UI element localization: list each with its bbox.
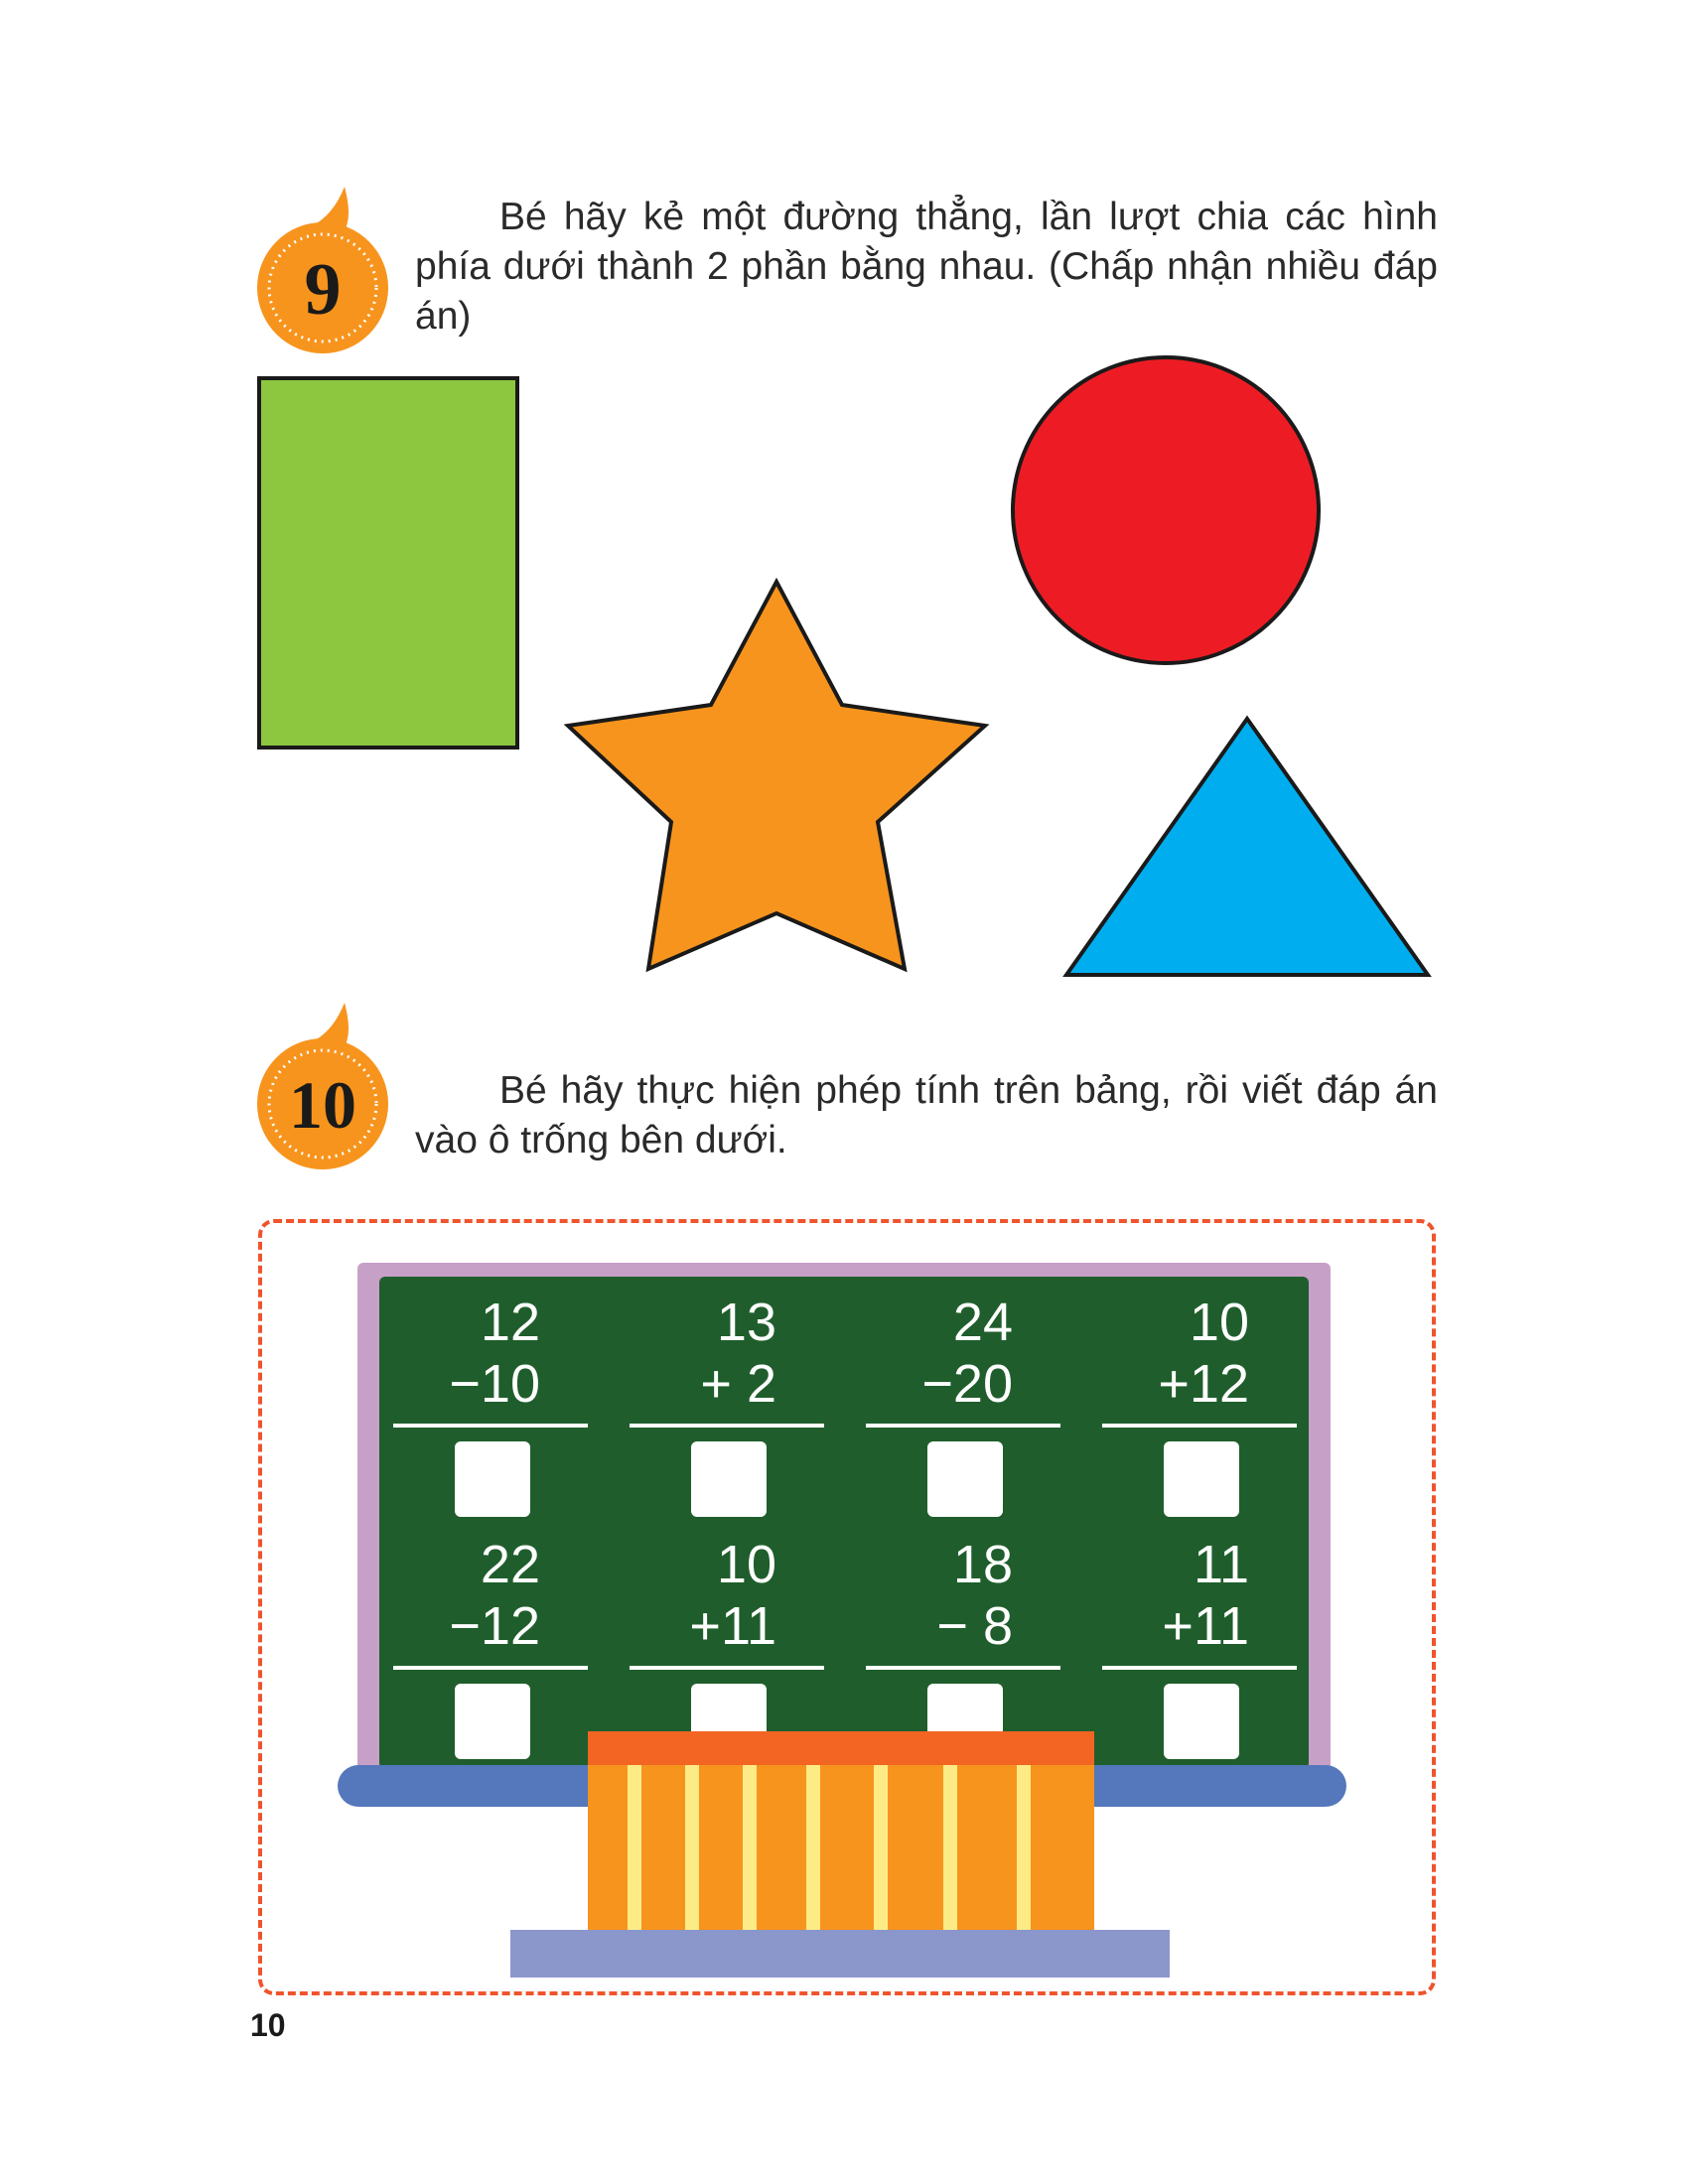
- problem-operand: 22: [480, 1535, 540, 1594]
- problem-operand: 11: [1193, 1535, 1249, 1594]
- dashed-frame: [258, 1219, 1436, 1995]
- exercise-9-number: 9: [305, 249, 342, 331]
- problem-operand: 12: [480, 1293, 540, 1352]
- stand-stripe: [806, 1765, 820, 1932]
- sum-line: [630, 1666, 824, 1670]
- problem-operand: −12: [449, 1596, 540, 1656]
- exercise-10-number: 10: [289, 1067, 356, 1143]
- problem-operand: +12: [1158, 1354, 1249, 1414]
- red-circle: [1011, 355, 1321, 665]
- problem-operand: −20: [921, 1354, 1013, 1414]
- sum-line: [1102, 1424, 1297, 1428]
- problem-4: 10 +12: [1102, 1293, 1301, 1517]
- answer-box[interactable]: [1164, 1441, 1239, 1517]
- problem-3: 24 −20: [866, 1293, 1064, 1517]
- problem-operand: +11: [1162, 1596, 1249, 1656]
- problem-operand: − 8: [936, 1596, 1013, 1656]
- chalkboard-stand: [588, 1731, 1094, 1932]
- problem-8: 11 +11: [1102, 1535, 1301, 1759]
- answer-box[interactable]: [691, 1441, 767, 1517]
- problem-operand: + 2: [700, 1354, 776, 1414]
- sum-line: [393, 1666, 588, 1670]
- green-rectangle: [257, 376, 519, 750]
- exercise-10-badge: 10: [257, 1003, 388, 1169]
- stand-stripe: [943, 1765, 957, 1932]
- exercise-9-badge: 9: [257, 187, 388, 353]
- stand-stripe: [1017, 1765, 1031, 1932]
- stand-stripe: [628, 1765, 641, 1932]
- stand-stripe: [685, 1765, 699, 1932]
- orange-star: [563, 577, 990, 973]
- stand-base: [510, 1930, 1170, 1978]
- problem-7: 18 − 8: [866, 1535, 1064, 1759]
- problem-operand: 18: [952, 1535, 1013, 1594]
- answer-box[interactable]: [927, 1441, 1003, 1517]
- blue-triangle: [1062, 715, 1432, 977]
- stand-top: [588, 1731, 1094, 1765]
- problem-operand: −10: [449, 1354, 540, 1414]
- answer-box[interactable]: [455, 1441, 530, 1517]
- sum-line: [866, 1424, 1060, 1428]
- exercise-10-instruction: Bé hãy thực hiện phép tính trên bảng, rồ…: [415, 1069, 1438, 1161]
- answer-box[interactable]: [455, 1684, 530, 1759]
- problem-operand: 10: [1189, 1293, 1249, 1352]
- exercise-9-instruction: Bé hãy kẻ một đường thẳng, lần lượt chia…: [415, 196, 1438, 338]
- problem-2: 13 + 2: [630, 1293, 828, 1517]
- problem-operand: 10: [716, 1535, 776, 1594]
- chalkboard: 12 −10 13 + 2 24 −20 10 +12 22 −12: [379, 1277, 1309, 1769]
- problem-6: 10 +11: [630, 1535, 828, 1759]
- problem-5: 22 −12: [393, 1535, 592, 1759]
- sum-line: [1102, 1666, 1297, 1670]
- sum-line: [866, 1666, 1060, 1670]
- chalkboard-frame: 12 −10 13 + 2 24 −20 10 +12 22 −12: [357, 1263, 1331, 1779]
- sum-line: [393, 1424, 588, 1428]
- problem-1: 12 −10: [393, 1293, 592, 1517]
- problem-operand: 13: [716, 1293, 776, 1352]
- stand-stripe: [874, 1765, 888, 1932]
- page-number: 10: [250, 2007, 286, 2043]
- problem-operand: 24: [952, 1293, 1013, 1352]
- sum-line: [630, 1424, 824, 1428]
- answer-box[interactable]: [1164, 1684, 1239, 1759]
- stand-stripe: [743, 1765, 757, 1932]
- problem-operand: +11: [689, 1596, 776, 1656]
